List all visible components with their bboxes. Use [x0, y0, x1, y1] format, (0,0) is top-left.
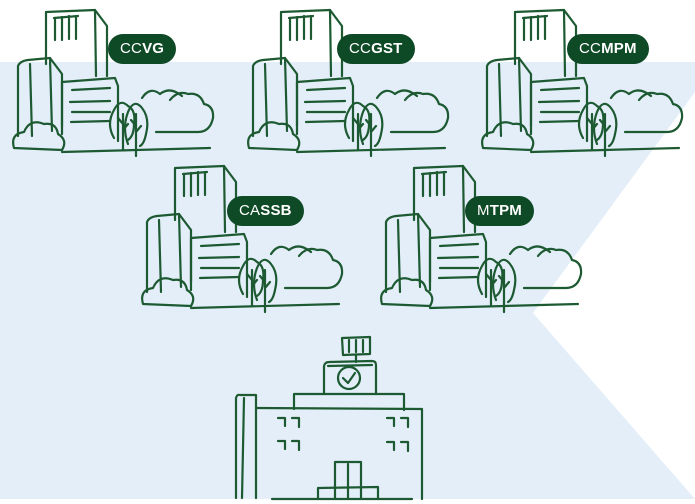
- badge-prefix: CC: [579, 40, 602, 57]
- office-buildings-icon: [247, 8, 450, 158]
- campus-badge-ccvg[interactable]: CCVG: [108, 34, 177, 64]
- school-building-icon: [234, 335, 424, 501]
- badge-prefix: CA: [239, 202, 261, 219]
- badge-suffix: VG: [142, 40, 165, 57]
- campus-3: CCMPM: [479, 6, 694, 158]
- badge-suffix: GST: [371, 40, 403, 57]
- campus-badge-cassb[interactable]: CASSB: [227, 196, 304, 226]
- campus-badge-ccmpm[interactable]: CCMPM: [567, 34, 649, 64]
- main-school: [222, 318, 442, 501]
- office-buildings-icon: [481, 8, 684, 158]
- campus-2: CCGST: [245, 6, 460, 158]
- campus-badge-mtpm[interactable]: MTPM: [465, 196, 534, 226]
- campus-badge-ccgst[interactable]: CCGST: [337, 34, 415, 64]
- badge-suffix: TPM: [489, 202, 522, 219]
- campus-1: CCVG: [10, 6, 225, 158]
- campus-4: CASSB: [139, 162, 354, 314]
- badge-prefix: M: [477, 202, 490, 219]
- office-buildings-icon: [380, 164, 583, 314]
- badge-prefix: CC: [120, 40, 143, 57]
- band-shape: [0, 62, 695, 499]
- badge-suffix: SSB: [260, 202, 292, 219]
- office-buildings-icon: [141, 164, 344, 314]
- office-buildings-icon: [12, 8, 215, 158]
- campus-5: MTPM: [378, 162, 593, 314]
- badge-suffix: MPM: [601, 40, 637, 57]
- badge-prefix: CC: [349, 40, 372, 57]
